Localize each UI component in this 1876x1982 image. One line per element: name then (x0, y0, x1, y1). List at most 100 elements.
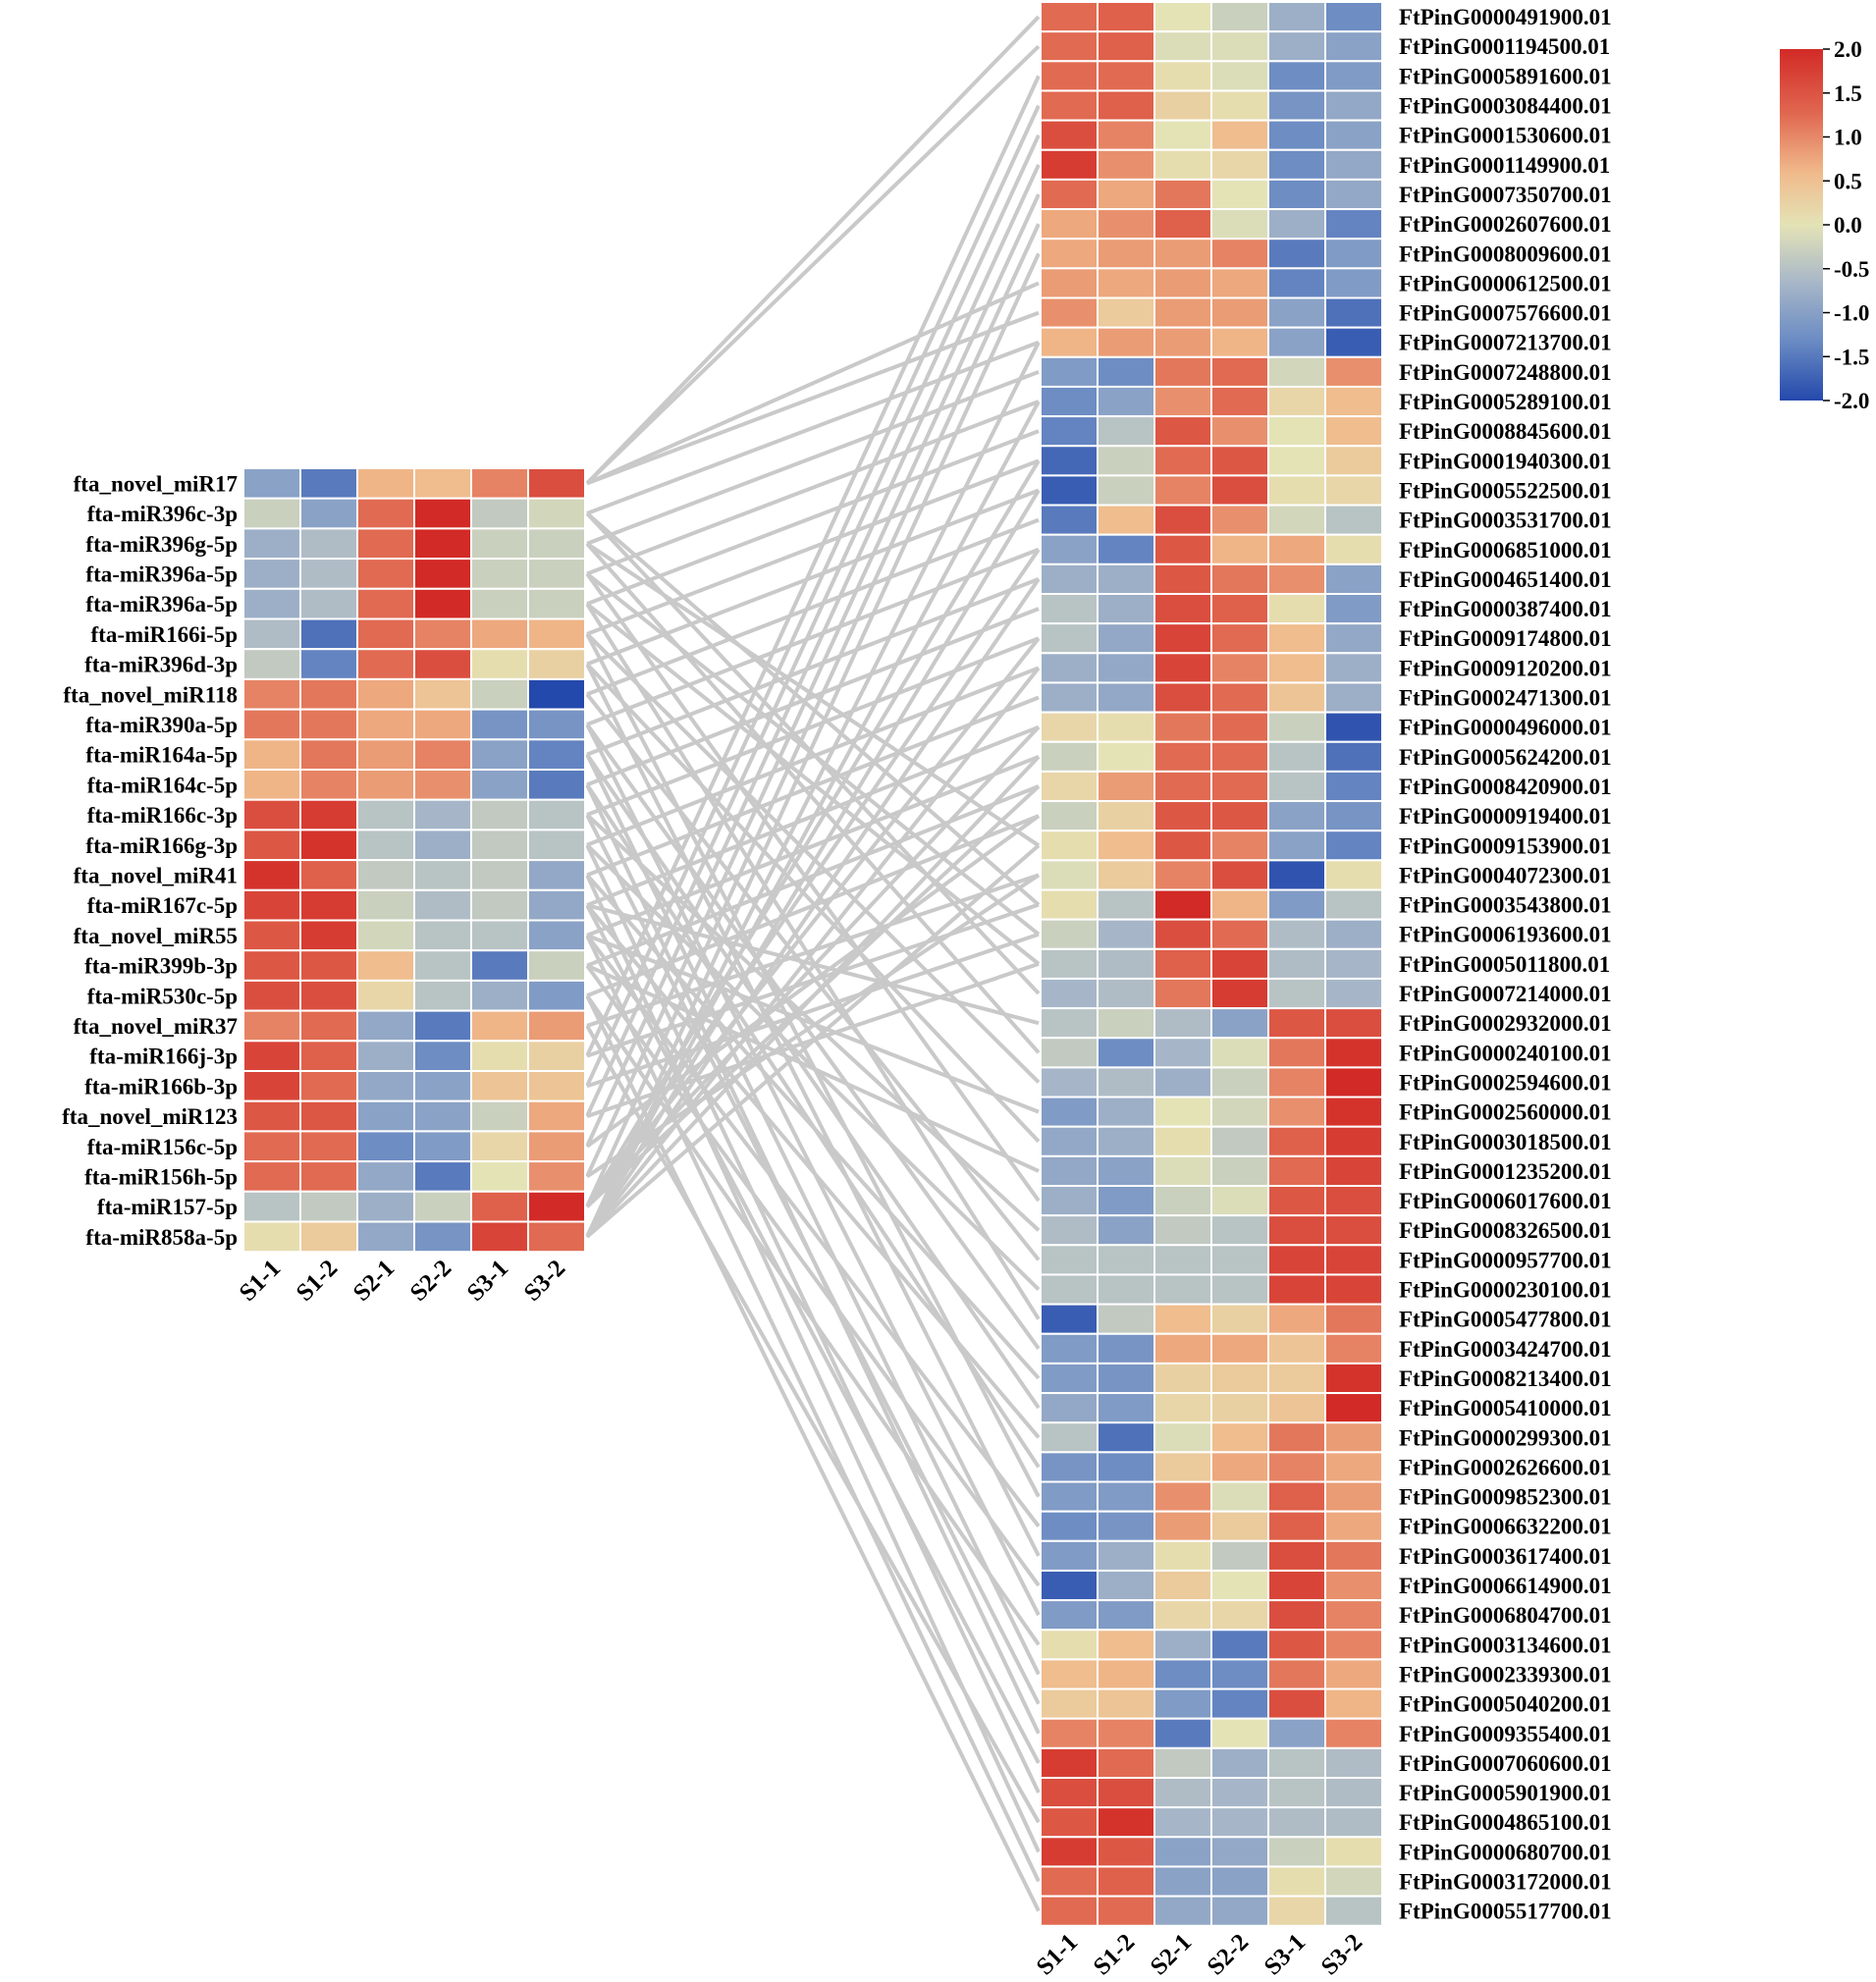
gene-row-label: FtPinG0006193600.01 (1399, 923, 1612, 947)
gene-cell (1210, 1154, 1269, 1187)
gene-cell (1210, 267, 1269, 299)
legend-tick-label: -0.5 (1834, 257, 1869, 282)
mirna-cell (242, 1160, 301, 1193)
mirna-cell (470, 1130, 529, 1163)
connection-line (585, 693, 1041, 1261)
connection-line (586, 636, 1040, 817)
connection-line (585, 75, 1041, 1057)
mirna-cell (470, 617, 529, 651)
gene-cell (1153, 504, 1212, 536)
mirna-row-label: fta_novel_miR17 (74, 471, 238, 496)
mirna-cell (299, 1099, 358, 1133)
mirna-row-label: fta-miR166i-5p (91, 622, 238, 647)
gene-cell (1324, 1154, 1383, 1187)
gene-cell (1210, 1392, 1269, 1424)
connection-line (585, 134, 1041, 1117)
mirna-cell (356, 1070, 415, 1102)
gene-cell (1040, 1480, 1099, 1513)
gene-cell (1324, 504, 1383, 536)
gene-cell (1267, 208, 1326, 241)
gene-cell (1153, 1037, 1212, 1069)
mirna-cell (527, 1099, 586, 1133)
gene-cell (1040, 30, 1099, 63)
mirna-cell (413, 738, 472, 771)
connection-line (586, 310, 1040, 486)
gene-cell (1324, 208, 1383, 241)
gene-cell (1210, 1362, 1269, 1395)
gene-row-label: FtPinG0007213700.01 (1399, 331, 1612, 355)
gene-row-label: FtPinG0001530600.01 (1399, 124, 1612, 148)
gene-cell (1210, 681, 1269, 714)
gene-row-label: FtPinG0000299300.01 (1399, 1425, 1612, 1450)
mirna-cell (299, 617, 358, 651)
gene-cell (1210, 533, 1269, 565)
mirna-cell (470, 648, 529, 680)
gene-cell (1153, 1185, 1212, 1217)
gene-cell (1040, 1629, 1099, 1661)
gene-cell (1040, 89, 1099, 122)
mirna-cell (527, 829, 586, 862)
gene-cell (1097, 355, 1155, 388)
gene-cell (1097, 474, 1155, 507)
gene-cell (1267, 977, 1326, 1010)
gene-cell (1097, 1185, 1155, 1217)
gene-row-label: FtPinG0007214000.01 (1399, 982, 1612, 1006)
gene-cell (1097, 770, 1155, 803)
mirna-cell (242, 467, 301, 500)
mirna-cell (242, 738, 301, 771)
gene-cell (1040, 1777, 1099, 1809)
gene-cell (1097, 415, 1155, 448)
gene-cell (1324, 1362, 1383, 1395)
gene-heatmap: FtPinG0000491900.01FtPinG0001194500.01Ft… (1032, 1, 1612, 1980)
gene-cell (1324, 148, 1383, 181)
gene-cell (1267, 1125, 1326, 1157)
gene-cell (1210, 593, 1269, 625)
gene-cell (1097, 918, 1155, 950)
gene-cell (1040, 60, 1099, 92)
gene-cell (1210, 1629, 1269, 1661)
legend-tick-label: 0.0 (1834, 213, 1862, 238)
gene-cell (1153, 208, 1212, 241)
mirna-cell (527, 1040, 586, 1073)
mirna-cell (413, 1040, 472, 1073)
gene-cell (1040, 296, 1099, 329)
gene-cell (1040, 178, 1099, 211)
mirna-cell (527, 527, 586, 561)
gene-cell (1097, 445, 1155, 477)
gene-cell (1097, 1777, 1155, 1809)
gene-cell (1097, 60, 1155, 92)
gene-cell (1210, 800, 1269, 832)
gene-cell (1267, 238, 1326, 270)
gene-cell (1040, 148, 1099, 181)
gene-cell (1153, 1066, 1212, 1098)
gene-cell (1153, 681, 1212, 714)
gene-cell (1040, 504, 1099, 536)
gene-cell (1097, 711, 1155, 743)
gene-cell (1324, 1746, 1383, 1779)
mirna-cell (299, 1160, 358, 1193)
mirna-cell (527, 798, 586, 831)
mirna-cell (356, 829, 415, 862)
gene-cell (1153, 415, 1212, 448)
gene-cell (1267, 1185, 1326, 1217)
gene-cell (1210, 119, 1269, 151)
gene-cell (1324, 1125, 1383, 1157)
mirna-cell (470, 467, 529, 500)
gene-cell (1040, 652, 1099, 684)
mirna-cell (242, 829, 301, 862)
gene-cell (1210, 1510, 1269, 1542)
gene-cell (1153, 1, 1212, 33)
mirna-cell (356, 587, 415, 620)
gene-cell (1267, 562, 1326, 595)
mirna-cell (299, 949, 358, 982)
connection-line (585, 667, 1041, 1239)
gene-cell (1210, 1895, 1269, 1927)
connection-line (585, 755, 1041, 1239)
gene-cell (1097, 178, 1155, 211)
gene-cell (1267, 711, 1326, 743)
gene-cell (1210, 415, 1269, 448)
gene-cell (1153, 1539, 1212, 1572)
mirna-cell (470, 1070, 529, 1102)
gene-cell (1210, 178, 1269, 211)
